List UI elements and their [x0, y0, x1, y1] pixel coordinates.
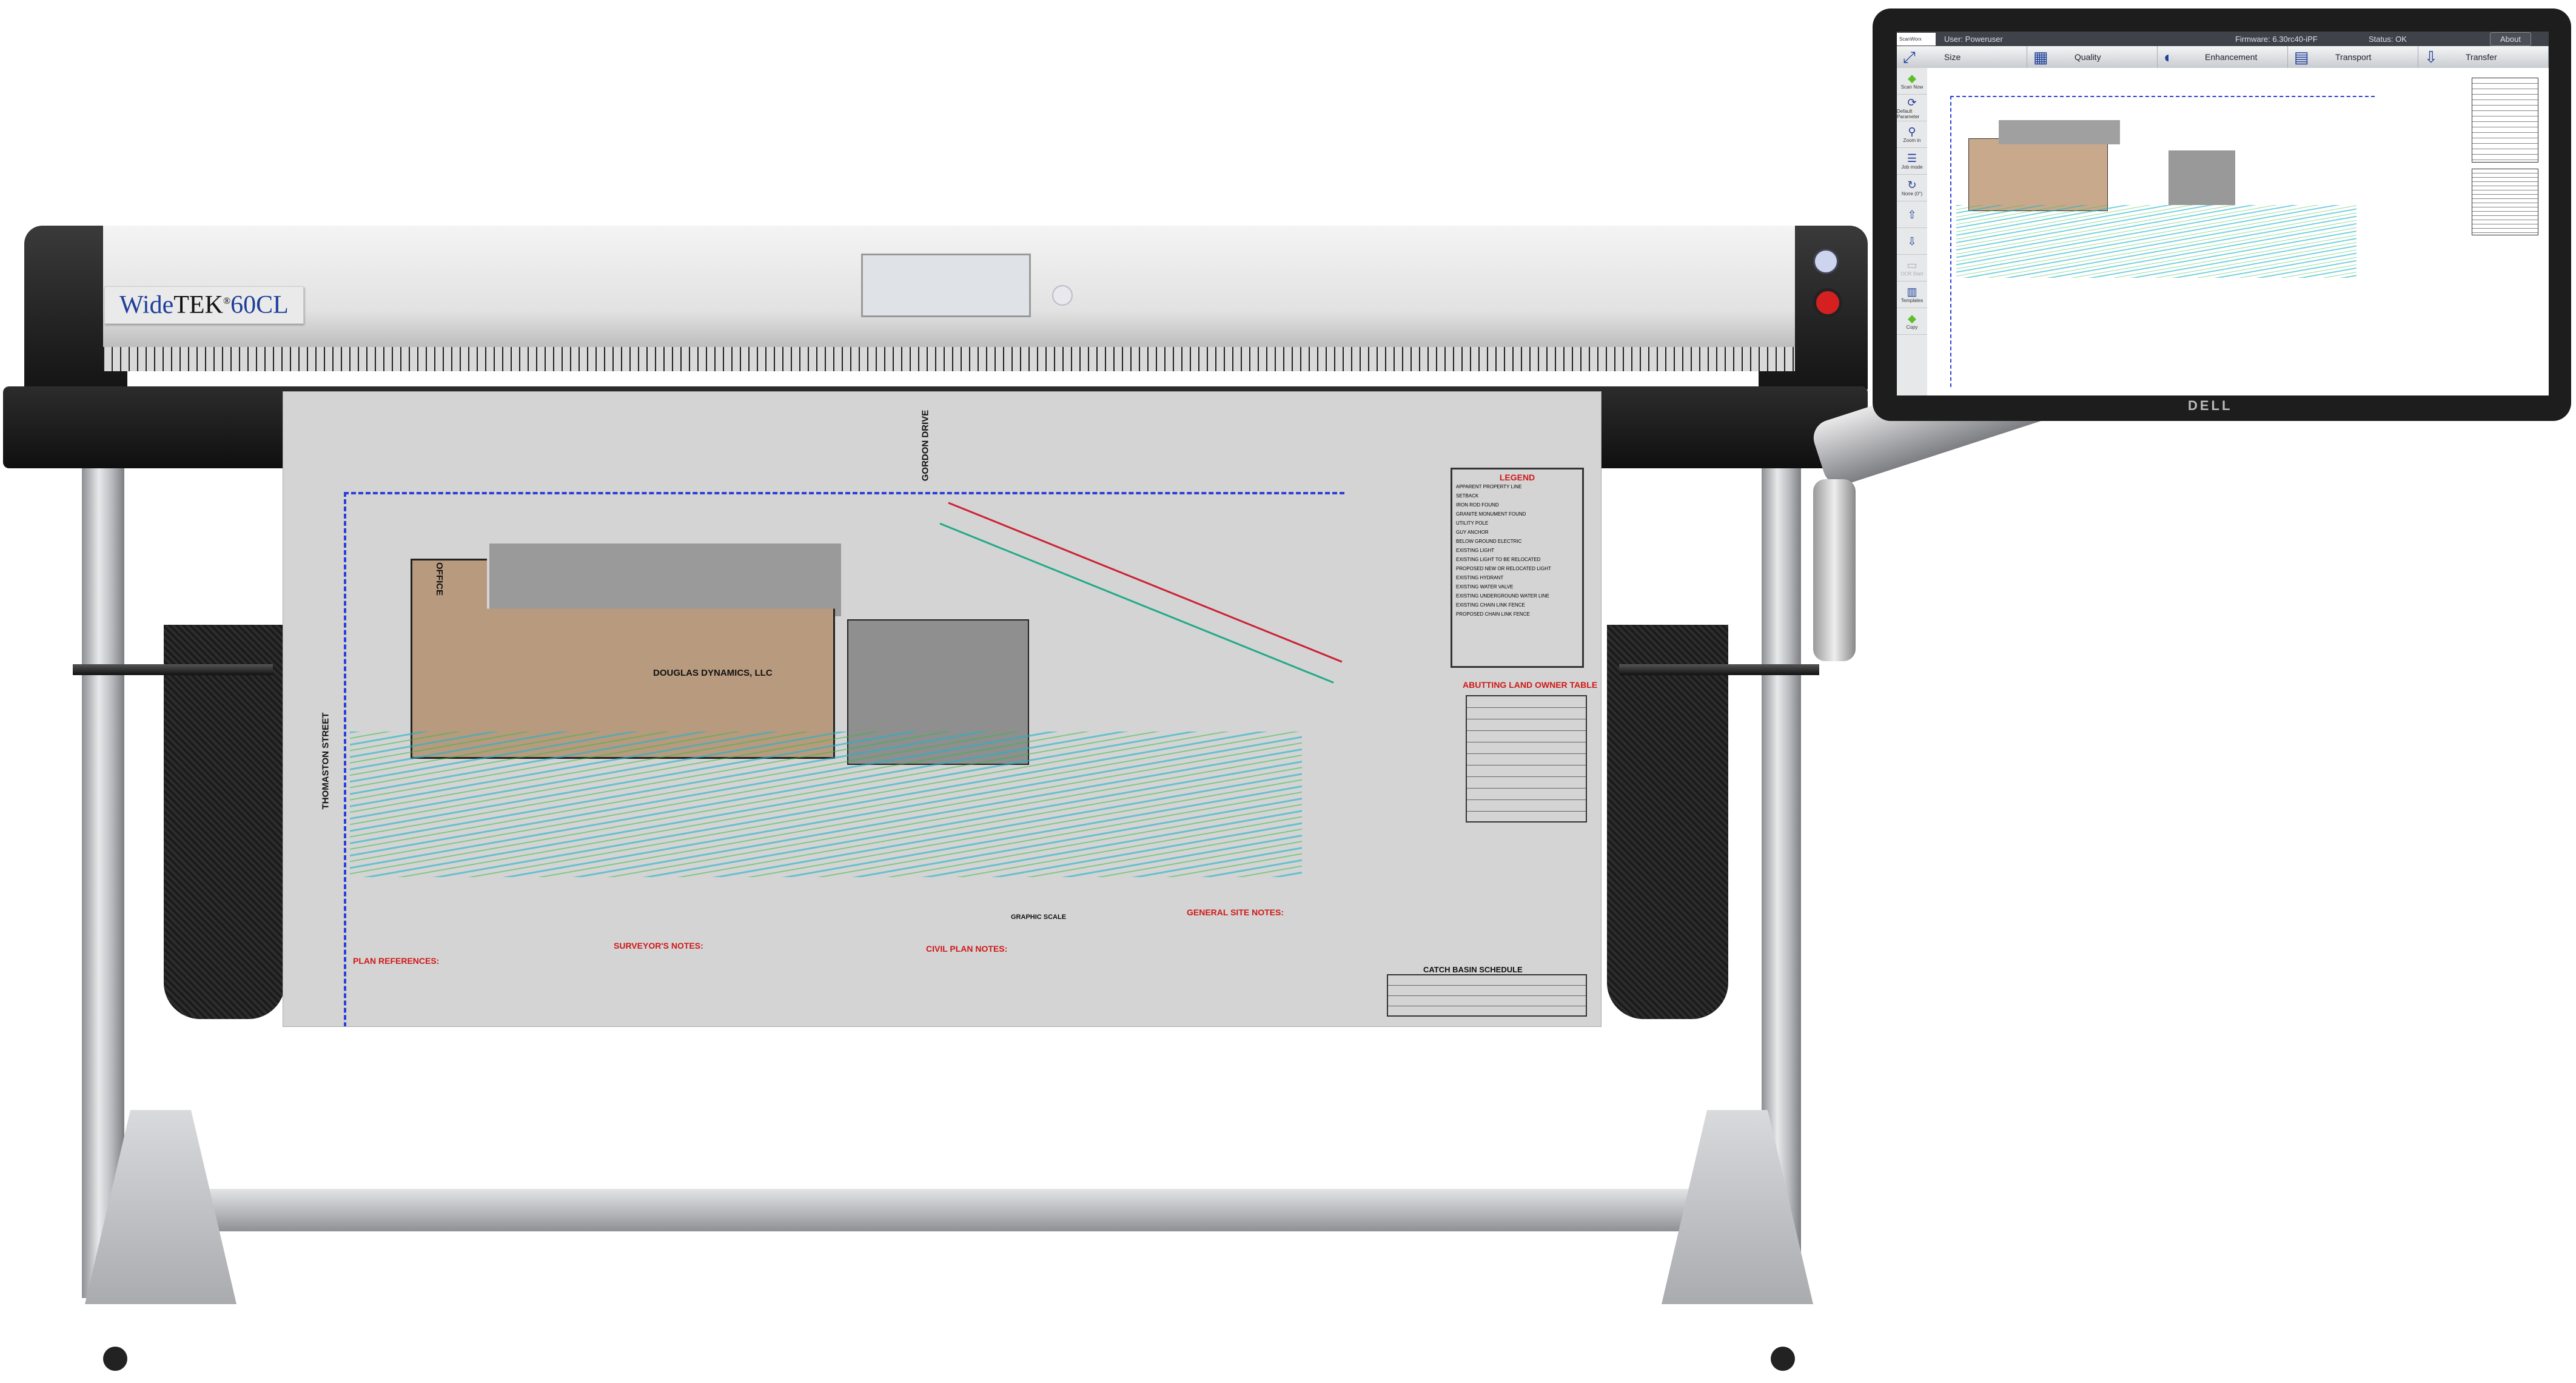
preview-table	[2472, 169, 2538, 235]
rotate-icon: ↻	[1907, 179, 1917, 191]
download-arrow-icon: ⇩	[2424, 48, 2438, 66]
scan-now-button[interactable]: ◆Scan Now	[1897, 68, 1927, 95]
left-leg	[82, 461, 124, 1298]
firmware-label: Firmware: 6.30rc40-iPF	[2235, 34, 2318, 44]
tab-bar: ⤢Size ▦Quality ◐Enhancement ▤Transport ⇩…	[1897, 46, 2549, 68]
transport-icon: ▤	[2294, 48, 2309, 66]
monitor-brand: DELL	[2188, 398, 2233, 413]
grading-contours	[350, 732, 1302, 877]
preview-property-line	[1950, 96, 2375, 387]
scanner-touch-panel[interactable]	[861, 254, 1031, 317]
feed-down-icon: ⇩	[1907, 235, 1917, 247]
tab-enhancement[interactable]: ◐Enhancement	[2158, 46, 2288, 68]
graphic-scale: GRAPHIC SCALE	[1011, 914, 1067, 921]
ocr-start-button[interactable]: ▭OCR Start	[1897, 255, 1927, 281]
app-logo: ScanWorx	[1897, 32, 1936, 45]
surveyors-notes: SURVEYOR'S NOTES:	[614, 941, 703, 951]
contrast-icon: ◐	[2164, 48, 2173, 66]
right-basket	[1607, 625, 1728, 1019]
preview-legend	[2472, 78, 2538, 163]
crossbar	[176, 1189, 1716, 1231]
general-site-notes: GENERAL SITE NOTES:	[1187, 907, 1284, 917]
user-label: User: Poweruser	[1944, 34, 2003, 44]
preview-building	[1968, 138, 2108, 211]
refresh-icon: ⟳	[1907, 96, 1917, 109]
preview-gray-building	[1999, 120, 2120, 144]
left-basket	[164, 625, 285, 1019]
tab-quality[interactable]: ▦Quality	[2027, 46, 2158, 68]
default-parameter-button[interactable]: ⟳Default Parameter	[1897, 95, 1927, 121]
books-icon: ☰	[1907, 152, 1917, 164]
resize-icon: ⤢	[1903, 48, 1916, 66]
road-label: GORDON DRIVE	[920, 409, 931, 482]
gray-building	[489, 543, 841, 616]
street-label: THOMASTON STREET	[320, 712, 331, 810]
preview-contours	[1956, 205, 2356, 278]
tab-transfer[interactable]: ⇩Transfer	[2418, 46, 2549, 68]
grid-icon: ▦	[2033, 48, 2048, 66]
monitor-arm-mount	[1813, 479, 1856, 661]
tab-size[interactable]: ⤢Size	[1897, 46, 2027, 68]
right-basket-rail	[1619, 664, 1819, 675]
templates-button[interactable]: ▥Templates	[1897, 281, 1927, 308]
monitor: DELL ScanWorx User: Poweruser Firmware: …	[1873, 8, 2571, 421]
job-mode-button[interactable]: ☰Job mode	[1897, 148, 1927, 175]
zoom-in-icon: ⚲	[1908, 126, 1916, 138]
left-basket-rail	[73, 664, 273, 675]
status-bar: ScanWorx User: Poweruser Firmware: 6.30r…	[1897, 32, 2549, 46]
feed-up-button[interactable]: ⇧	[1897, 201, 1927, 228]
property-line	[344, 492, 1344, 1026]
sidebar: ◆Scan Now ⟳Default Parameter ⚲Zoom in ☰J…	[1897, 68, 1927, 395]
info-button[interactable]	[1813, 249, 1839, 274]
scan-diamond-icon: ◆	[1908, 72, 1916, 84]
status-label: Status: OK	[2369, 34, 2407, 44]
caster	[1771, 1347, 1795, 1371]
caster	[103, 1347, 127, 1371]
plan-references: PLAN REFERENCES:	[353, 956, 440, 966]
tab-transport[interactable]: ▤Transport	[2288, 46, 2418, 68]
feed-down-button[interactable]: ⇩	[1897, 228, 1927, 255]
civil-plan-notes: CIVIL PLAN NOTES:	[926, 944, 1008, 954]
rotation-button[interactable]: ↻None (0°)	[1897, 175, 1927, 201]
power-button[interactable]	[1052, 285, 1073, 306]
scanner-ruler	[103, 347, 1795, 371]
stop-button[interactable]	[1813, 288, 1842, 317]
templates-icon: ▥	[1907, 286, 1917, 298]
company-label: DOUGLAS DYNAMICS, LLC	[653, 668, 773, 678]
abutting-table-title: ABUTTING LAND OWNER TABLE	[1463, 680, 1598, 690]
office-label: OFFICE	[434, 562, 444, 596]
ocr-icon: ▭	[1907, 259, 1917, 271]
copy-button[interactable]: ◆Copy	[1897, 308, 1927, 335]
scan-preview	[1932, 72, 2544, 393]
copy-diamond-icon: ◆	[1908, 312, 1916, 325]
about-button[interactable]: About	[2490, 32, 2531, 46]
catch-basin-table	[1387, 974, 1587, 1017]
zoom-in-button[interactable]: ⚲Zoom in	[1897, 121, 1927, 148]
preview-addition	[2168, 150, 2235, 205]
scanned-drawing: DOUGLAS DYNAMICS, LLC OFFICE THOMASTON S…	[283, 391, 1602, 1027]
screen: ScanWorx User: Poweruser Firmware: 6.30r…	[1897, 32, 2549, 395]
scanner-logo: WideTEK®60CL	[104, 286, 304, 324]
feed-up-icon: ⇧	[1907, 208, 1917, 221]
catch-basin-schedule: CATCH BASIN SCHEDULE	[1423, 965, 1523, 974]
abutting-table	[1466, 695, 1587, 823]
